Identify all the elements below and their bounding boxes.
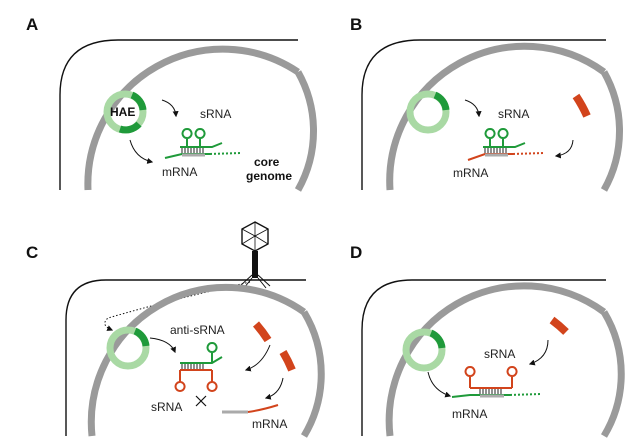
- arrow-locus-to-mrna-b: [554, 139, 574, 159]
- mrna-label-d: mRNA: [452, 407, 487, 421]
- arrow-locus-to-mrna-c: [264, 377, 284, 400]
- mrna-label-c: mRNA: [252, 417, 287, 431]
- mrna-strand-a: [164, 152, 241, 159]
- cell-outline-d: [361, 279, 606, 436]
- core-genome-arc-right-b: [600, 70, 624, 192]
- host-locus-d: [549, 316, 569, 335]
- genome-label-a: genome: [246, 169, 292, 183]
- host-locus-b: [572, 93, 591, 118]
- hae-plasmid-a: [103, 90, 147, 134]
- anti-srna-structure: [180, 342, 223, 369]
- host-locus-c-1: [252, 321, 272, 343]
- srna-structure-b: [483, 128, 526, 153]
- srna-structure-a: [180, 128, 223, 153]
- arrow-locus-to-srna-d: [528, 339, 549, 366]
- mrna-strand-c: [222, 404, 279, 414]
- cell-outline-b: [361, 39, 606, 190]
- cell-outline-c: [65, 279, 306, 436]
- phage-icon: [239, 221, 271, 289]
- hae-label: HAE: [110, 105, 135, 119]
- arrow-hae-to-srna-b: [464, 99, 482, 118]
- srna-label-d: sRNA: [484, 347, 515, 361]
- mrna-strand-d: [451, 393, 541, 398]
- srna-label-a: sRNA: [200, 107, 231, 121]
- anti-srna-label: anti-sRNA: [170, 323, 225, 337]
- panel-a: A HAE sRNA mRNA core genome: [26, 15, 318, 192]
- panel-c: C anti-sRNA sRNA: [26, 221, 325, 438]
- panel-label-c: C: [26, 243, 38, 262]
- core-genome-arc-b: [386, 42, 607, 191]
- panel-label-d: D: [350, 243, 362, 262]
- core-genome-arc-right-c: [301, 310, 325, 438]
- arrow-hae-to-mrna-a: [129, 139, 154, 164]
- arrow-hae-to-mrna-d: [427, 371, 452, 398]
- panel-b: B sRNA mRNA: [350, 15, 624, 192]
- core-label-a: core: [254, 155, 280, 169]
- panel-label-a: A: [26, 15, 38, 34]
- srna-label-c: sRNA: [151, 400, 182, 414]
- cell-outline-a: [59, 39, 298, 190]
- panel-d: D sRNA mRNA: [350, 243, 625, 438]
- arrow-locus-to-srna-c: [244, 344, 271, 372]
- core-genome-arc-right-a: [294, 70, 318, 192]
- hae-plasmid-b: [406, 90, 450, 134]
- blocked-x-icon: [195, 395, 207, 407]
- srna-structure-c: [174, 369, 218, 392]
- host-locus-c-2: [279, 349, 296, 372]
- core-genome-arc-c: [87, 283, 307, 437]
- panel-label-b: B: [350, 15, 362, 34]
- mrna-label-b: mRNA: [453, 166, 488, 180]
- mrna-label-a: mRNA: [162, 165, 197, 179]
- core-genome-arc-d: [385, 282, 607, 437]
- arrow-hae-to-anti-srna: [149, 337, 176, 354]
- hae-plasmid-d: [402, 328, 446, 372]
- core-genome-arc-a: [84, 45, 300, 191]
- core-genome-arc-right-d: [601, 310, 625, 438]
- arrow-hae-to-srna-a: [161, 99, 179, 118]
- mrna-strand-b: [467, 152, 544, 161]
- srna-structure-d: [464, 366, 518, 394]
- srna-label-b: sRNA: [498, 107, 529, 121]
- hae-plasmid-c: [106, 326, 150, 370]
